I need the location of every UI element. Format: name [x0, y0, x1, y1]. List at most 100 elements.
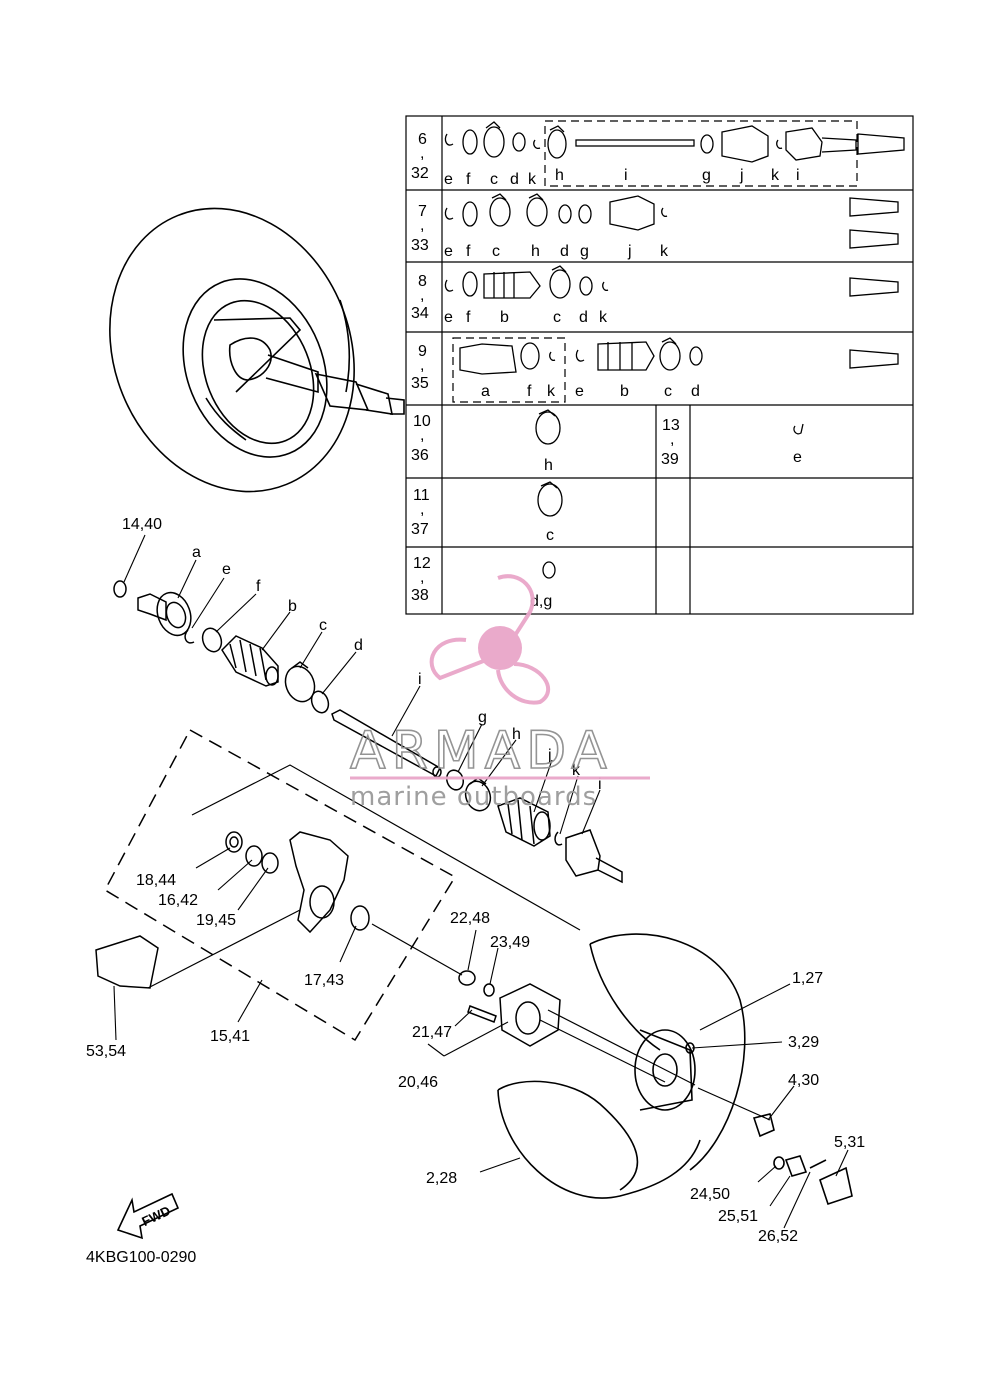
propeller-logo — [429, 574, 551, 705]
callout-18-44: 18,44 — [136, 872, 176, 889]
r7-c: c — [492, 243, 500, 260]
r12-dg: d,g — [530, 593, 552, 610]
diagram-code: 4KBG100-0290 — [86, 1249, 196, 1266]
row-6-num-b: 32 — [411, 165, 429, 182]
kit-table-pictograms — [444, 121, 905, 579]
watermark-tagline: marine outboards — [350, 782, 597, 812]
r7-d: d — [560, 243, 569, 260]
row-10-num: 10 — [413, 413, 431, 430]
r6-i2: i — [796, 167, 800, 184]
callout-c: c — [319, 617, 327, 634]
row-10-num-b: 36 — [411, 447, 429, 464]
r10-h: h — [544, 457, 553, 474]
leader-lines — [113, 534, 849, 1229]
knuckle-drawing — [95, 831, 696, 1086]
r7-f: f — [466, 243, 471, 260]
callout-22-48: 22,48 — [450, 910, 490, 927]
r7-k: k — [660, 243, 669, 260]
r8-k: k — [599, 309, 608, 326]
r6-g: g — [702, 167, 711, 184]
row-9-num: 9 — [418, 343, 427, 360]
callout-53-54: 53,54 — [86, 1043, 126, 1060]
r8-b: b — [500, 309, 509, 326]
row-13-letter-e: e — [793, 449, 802, 466]
callout-21-47: 21,47 — [412, 1024, 452, 1041]
callout-labels: 14,40 a e f b c d i g h j k i 18,44 16,4… — [86, 516, 865, 1245]
callout-24-50: 24,50 — [690, 1186, 730, 1203]
row-13-num-b: 39 — [661, 451, 679, 468]
exploded-shaft-drawing — [104, 580, 623, 1042]
callout-e: e — [222, 561, 231, 578]
row-13-num: 13 — [662, 417, 680, 434]
r6-h: h — [555, 167, 564, 184]
callout-1-27: 1,27 — [792, 970, 823, 987]
callout-i-joint: i — [598, 776, 602, 793]
row-12-num: 12 — [413, 555, 431, 572]
callout-i-shaft: i — [418, 671, 422, 688]
callout-20-46: 20,46 — [398, 1074, 438, 1091]
callout-4-30: 4,30 — [788, 1072, 819, 1089]
r6-f: f — [466, 171, 471, 188]
callout-2-28: 2,28 — [426, 1170, 457, 1187]
r7-j: j — [627, 243, 632, 260]
callout-f: f — [256, 578, 261, 595]
row-13-comma: , — [670, 431, 674, 448]
row-6-num: 6 — [418, 131, 427, 148]
callout-b: b — [288, 598, 297, 615]
callout-25-51: 25,51 — [718, 1208, 758, 1225]
r9-c: c — [664, 383, 672, 400]
r8-e: e — [444, 309, 453, 326]
callout-d: d — [354, 637, 363, 654]
row-9-comma: , — [420, 357, 424, 374]
armada-watermark: ARMADA marine outboards — [349, 574, 650, 812]
r6-i: i — [624, 167, 628, 184]
row-11-comma: , — [420, 501, 424, 518]
r7-g: g — [580, 243, 589, 260]
kit-table — [405, 115, 914, 615]
callout-14-40: 14,40 — [122, 516, 162, 533]
r6-k2: k — [771, 167, 780, 184]
r9-k: k — [547, 383, 556, 400]
row-8-num: 8 — [418, 273, 427, 290]
row-9-num-b: 35 — [411, 375, 429, 392]
r9-f: f — [527, 383, 532, 400]
row-7-num: 7 — [418, 203, 427, 220]
row-6-comma: , — [420, 145, 424, 162]
r6-j: j — [739, 167, 744, 184]
callout-15-41: 15,41 — [210, 1028, 250, 1045]
r9-d: d — [691, 383, 700, 400]
callout-3-29: 3,29 — [788, 1034, 819, 1051]
row-7-num-b: 33 — [411, 237, 429, 254]
callout-23-49: 23,49 — [490, 934, 530, 951]
row-8-comma: , — [420, 287, 424, 304]
r11-c: c — [546, 527, 554, 544]
callout-a: a — [192, 544, 201, 561]
fwd-arrow — [116, 1192, 180, 1240]
r9-b: b — [620, 383, 629, 400]
r7-h: h — [531, 243, 540, 260]
callout-h: h — [512, 726, 521, 743]
upper-wheel-drawing — [109, 207, 405, 493]
row-10-comma: , — [420, 427, 424, 444]
kit-table-labels: 6 , 32 7 , 33 8 , 34 9 , 35 10 , 36 13 ,… — [411, 131, 802, 610]
r7-e: e — [444, 243, 453, 260]
callout-5-31: 5,31 — [834, 1134, 865, 1151]
lower-wheel-drawing — [497, 933, 853, 1206]
row-12-num-b: 38 — [411, 587, 429, 604]
r8-d: d — [579, 309, 588, 326]
r6-k: k — [528, 171, 537, 188]
row-12-comma: , — [420, 569, 424, 586]
callout-j: j — [547, 747, 552, 764]
callout-19-45: 19,45 — [196, 912, 236, 929]
r8-c: c — [553, 309, 561, 326]
callout-17-43: 17,43 — [304, 972, 344, 989]
r6-c: c — [490, 171, 498, 188]
r9-a: a — [481, 383, 490, 400]
row-11-num: 11 — [413, 487, 430, 504]
r9-e: e — [575, 383, 584, 400]
callout-16-42: 16,42 — [158, 892, 198, 909]
r8-f: f — [466, 309, 471, 326]
r6-e: e — [444, 171, 453, 188]
r6-d: d — [510, 171, 519, 188]
